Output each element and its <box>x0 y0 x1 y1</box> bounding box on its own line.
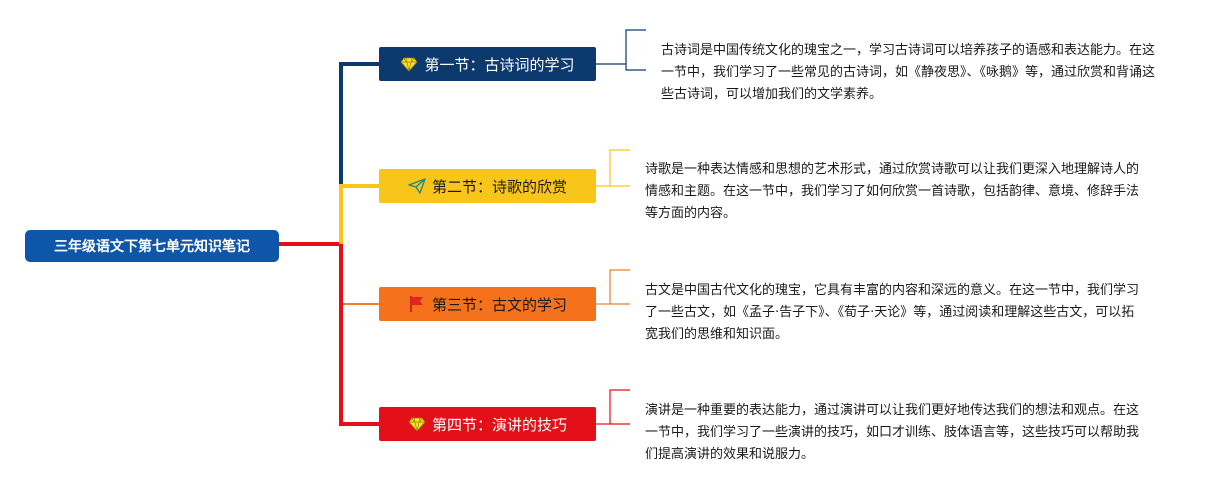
branch-section-1[interactable]: 第一节：古诗词的学习 <box>379 47 596 81</box>
note-section-2: 诗歌是一种表达情感和思想的艺术形式，通过欣赏诗歌可以让我们更深入地理解诗人的情感… <box>645 162 1140 221</box>
note-bracket-4 <box>609 389 630 425</box>
branch-label: 第一节：古诗词的学习 <box>424 55 575 74</box>
note-section-3: 古文是中国古代文化的瑰宝，它具有丰富的内容和深远的意义。在这一节中，我们学习了一… <box>645 283 1140 342</box>
paper-plane-icon <box>408 177 426 195</box>
root-topic[interactable]: 三年级语文下第七单元知识笔记 <box>25 230 279 262</box>
connector-section-1 <box>339 62 379 244</box>
branch-label: 第三节：古文的学习 <box>431 295 567 314</box>
branch-label: 第二节：诗歌的欣赏 <box>431 177 567 196</box>
diamond-icon <box>408 415 426 433</box>
branch-section-3[interactable]: 第三节：古文的学习 <box>379 287 596 321</box>
note-section-4: 演讲是一种重要的表达能力，通过演讲可以让我们更好地传达我们的想法和观点。在这一节… <box>645 403 1140 462</box>
note-bracket-2 <box>609 149 630 187</box>
diamond-icon <box>400 55 419 73</box>
connector-section-2 <box>339 184 379 244</box>
branch-section-4[interactable]: 第四节：演讲的技巧 <box>379 407 596 441</box>
flag-icon <box>408 295 426 313</box>
connector-section-4 <box>339 244 379 426</box>
note-section-1: 古诗词是中国传统文化的瑰宝之一，学习古诗词可以培养孩子的语感和表达能力。在这一节… <box>661 43 1156 102</box>
connector-section-3 <box>340 244 379 305</box>
note-bracket-1 <box>625 29 646 71</box>
branch-label: 第四节：演讲的技巧 <box>431 415 567 434</box>
note-bracket-3 <box>609 269 630 305</box>
branch-section-2[interactable]: 第二节：诗歌的欣赏 <box>379 169 596 203</box>
